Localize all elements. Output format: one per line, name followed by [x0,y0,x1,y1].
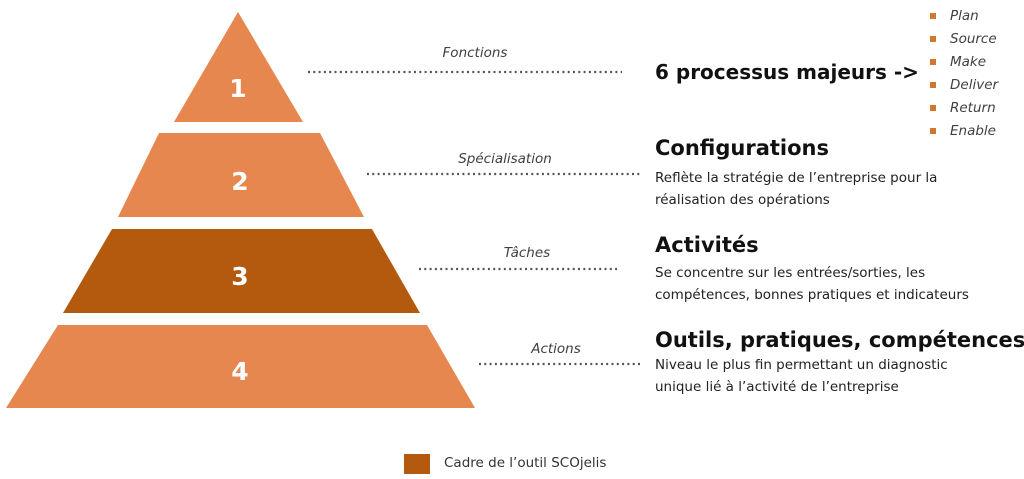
bullet-icon [930,36,936,42]
pyramid-level-2 [118,133,364,217]
process-item: Plan [930,6,998,29]
process-list: Plan Source Make Deliver Return Enable [930,6,998,144]
bullet-icon [930,82,936,88]
process-item: Source [930,29,998,52]
bullet-icon [930,105,936,111]
level-2-description-line-1: Reflète la stratégie de l’entreprise pou… [655,170,938,186]
level-4-heading: Outils, pratiques, compétences [655,328,1024,352]
level-3-function-label: Tâches [504,245,550,261]
level-2-description-line-2: réalisation des opérations [655,192,830,208]
level-1-number: 1 [229,74,246,103]
process-item: Return [930,98,998,121]
level-3-description-line-2: compétences, bonnes pratiques et indicat… [655,287,969,303]
level-3-number: 3 [231,262,248,291]
bullet-icon [930,59,936,65]
level-4-description-line-2: unique lié à l’activité de l’entreprise [655,379,899,395]
pyramid-level-4 [6,325,475,408]
level-3-description-line-1: Se concentre sur les entrées/sorties, le… [655,265,926,281]
level-1-function-label: Fonctions [443,45,508,61]
process-item: Make [930,52,998,75]
process-item: Enable [930,121,998,144]
pyramid-level-3 [63,229,420,313]
bullet-icon [930,13,936,19]
level-4-function-label: Actions [530,341,581,357]
legend-swatch [404,454,430,474]
level-2-number: 2 [231,167,248,196]
bullet-icon [930,128,936,134]
level-3-heading: Activités [655,233,759,257]
level-4-number: 4 [231,357,248,386]
level-2-heading: Configurations [655,136,829,160]
level-2-function-label: Spécialisation [458,151,552,167]
level-1-heading: 6 processus majeurs -> [655,60,919,84]
level-4-description-line-1: Niveau le plus fin permettant un diagnos… [655,357,948,373]
pyramid-level-1 [174,12,303,122]
legend-label: Cadre de l’outil SCOjelis [444,455,607,471]
process-item: Deliver [930,75,998,98]
